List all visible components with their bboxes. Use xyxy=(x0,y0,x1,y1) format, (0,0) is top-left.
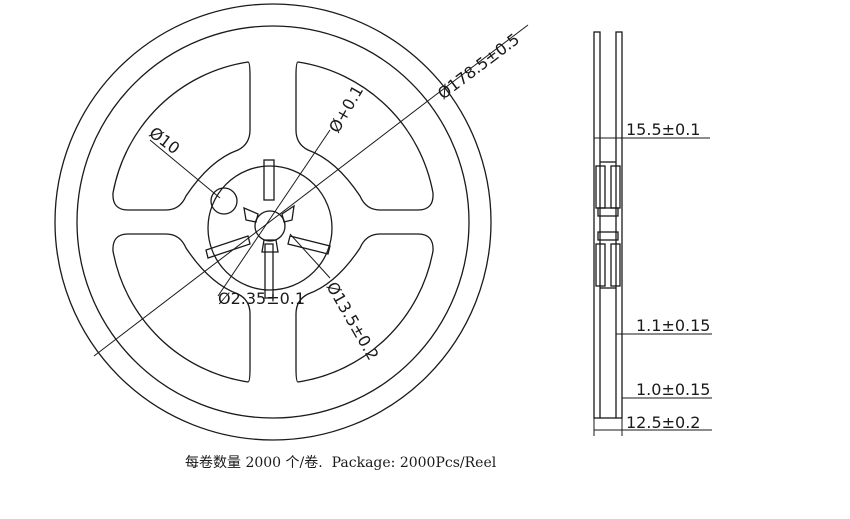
flange-window-top-right xyxy=(295,61,434,211)
leader-hole xyxy=(149,139,221,199)
dim-total: 12.5±0.2 xyxy=(626,413,700,432)
key-left xyxy=(243,206,259,223)
leader-spindle xyxy=(217,129,331,297)
dim-spindle: Ø+0.1 xyxy=(325,82,367,136)
dim-hub: Ø13.5±0.2 xyxy=(323,279,383,364)
side-hub-slot-lower xyxy=(595,243,606,287)
flange-window-bottom-right xyxy=(295,233,434,383)
caption-cn: 每卷数量 2000 个/卷. xyxy=(185,455,323,471)
side-flange-left xyxy=(593,31,601,419)
caption-en: Package: 2000Pcs/Reel xyxy=(331,455,497,471)
hub-slot-bottom xyxy=(264,243,274,299)
flange-window-bottom-left xyxy=(112,233,251,383)
hub-slot-top xyxy=(263,159,275,201)
hub-slot-right xyxy=(287,235,331,255)
side-spindle-bottom xyxy=(597,231,619,241)
dim-key: Ø2.35±0.1 xyxy=(218,289,305,308)
reel-outer-rim xyxy=(54,3,492,441)
side-flange-right xyxy=(615,31,623,419)
dim-flange: 1.0±0.15 xyxy=(636,380,710,399)
side-spindle-top xyxy=(597,207,619,217)
reel-front-view: Ø178.5±0.5 Ø10 Ø+0.1 Ø2.35±0.1 Ø13.5±0.2 xyxy=(54,3,529,441)
hub-circle xyxy=(207,165,333,291)
reel-side-view: 15.5±0.1 1.1±0.15 1.0±0.15 12.5±0.2 xyxy=(593,31,712,436)
leader-outer-diameter xyxy=(93,83,451,357)
key-bottom xyxy=(261,239,279,253)
spindle-hole xyxy=(254,210,286,242)
side-hub-slot-lower-right xyxy=(610,243,621,287)
leader-hub xyxy=(289,233,331,279)
drive-hole xyxy=(210,187,238,215)
dim-drive-hole: Ø10 xyxy=(146,123,184,158)
leader-outer-tail xyxy=(449,24,529,85)
flange-window-top-left xyxy=(112,61,251,211)
dim-hub-gap: 1.1±0.15 xyxy=(636,316,710,335)
dim-outer-diameter: Ø178.5±0.5 xyxy=(434,29,523,103)
package-caption: 每卷数量 2000 个/卷. Package: 2000Pcs/Reel xyxy=(185,452,496,472)
dim-width: 15.5±0.1 xyxy=(626,120,700,139)
key-right xyxy=(281,204,295,223)
reel-inner-rim xyxy=(76,25,470,419)
hub-slot-left xyxy=(205,235,251,259)
